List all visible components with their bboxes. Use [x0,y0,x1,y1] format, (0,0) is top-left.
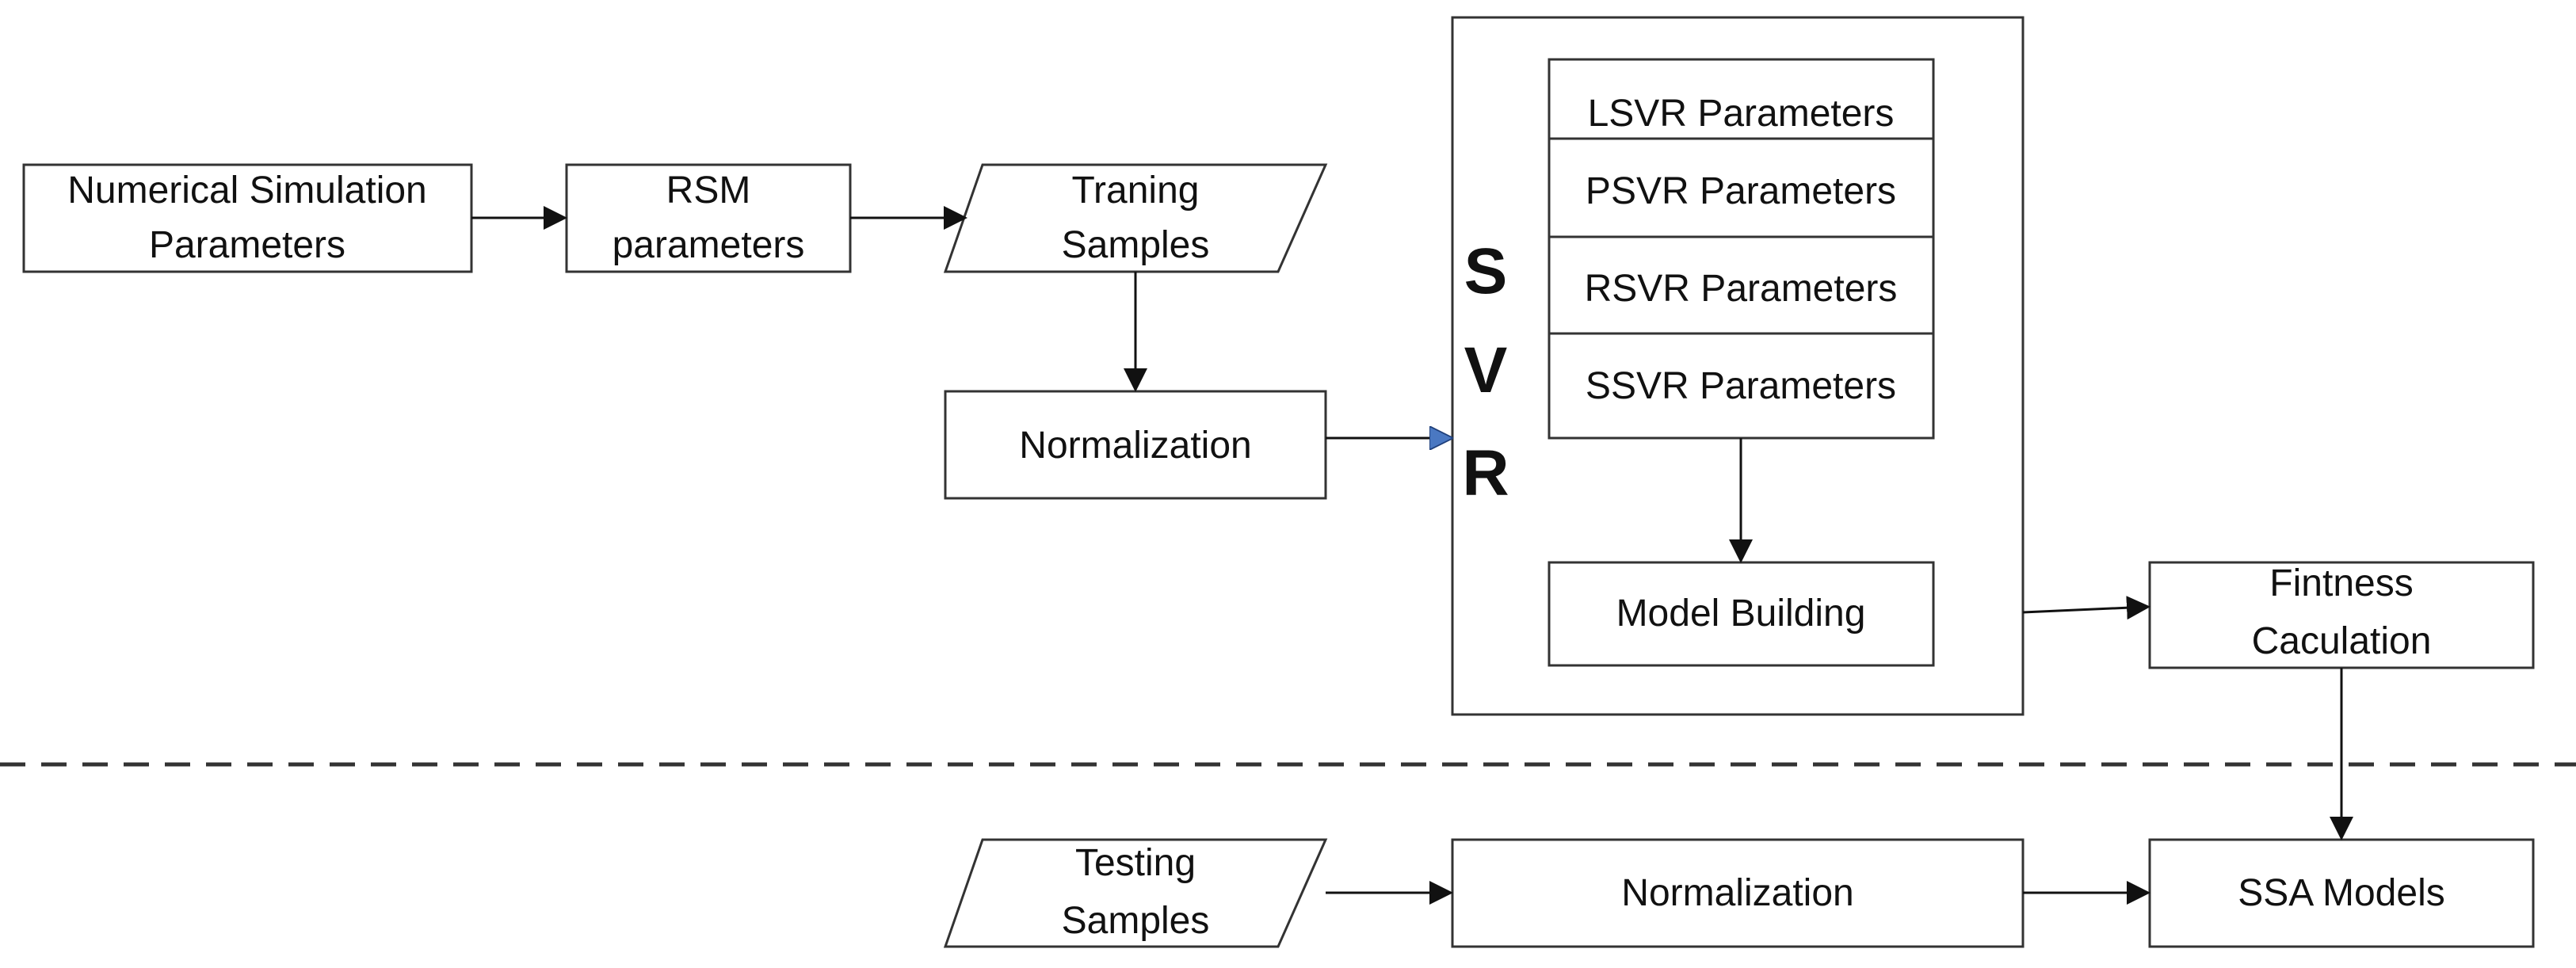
lsvr-box [1548,58,1935,140]
rsm-label-line1: RSM [666,170,751,212]
ssvr-label: SSVR Parameters [1586,365,1896,407]
arrow-svr-to-fitness [2022,596,2150,620]
psvr-label: PSVR Parameters [1586,170,1896,212]
ssa-models-node: SSA Models [2148,838,2535,948]
normalization-top-node: Normalization [944,390,1327,500]
model-building-label: Model Building [1616,593,1866,635]
training-label-line1: Traning [1072,170,1200,212]
numerical-simulation-node: Numerical Simulation Parameters [22,163,473,273]
svr-letter-s: S [1464,235,1508,307]
model-building-node: Model Building [1548,561,1935,667]
rsvr-label: RSVR Parameters [1585,268,1898,310]
normalization-bottom-node: Normalization [1451,838,2025,948]
testing-samples-node: Testing Samples [943,838,1328,948]
fitness-label-line1: Fintness [2269,562,2413,604]
numerical-simulation-label-line2: Parameters [149,224,345,266]
rsm-parameters-node: RSM parameters [565,163,852,273]
rsvr-box [1548,235,1935,335]
psvr-box [1548,137,1935,238]
training-label-line2: Samples [1062,224,1210,266]
lsvr-label: LSVR Parameters [1588,93,1895,135]
ssa-models-label: SSA Models [2238,872,2444,914]
training-samples-node: Traning Samples [943,163,1328,273]
testing-label-line2: Samples [1062,900,1210,942]
fitness-label-line2: Caculation [2252,620,2432,662]
testing-label-line1: Testing [1075,842,1196,884]
normalization-top-label: Normalization [1019,425,1251,467]
svr-letter-v: V [1464,334,1508,406]
rsm-label-line2: parameters [613,224,805,266]
svr-letter-r: R [1462,437,1509,509]
ssvr-box [1548,332,1935,440]
svr-parameter-stack: LSVR Parameters PSVR Parameters RSVR Par… [1548,58,1935,440]
fitness-calculation-node: Fintness Caculation [2148,561,2535,669]
normalization-bottom-label: Normalization [1621,872,1853,914]
numerical-simulation-label-line1: Numerical Simulation [67,170,427,212]
